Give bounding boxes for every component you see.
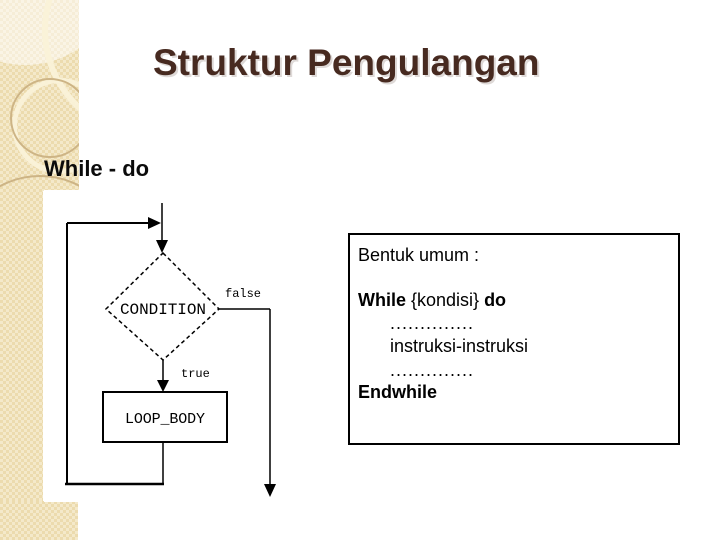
decorative-circle (10, 78, 79, 158)
entry-arrowhead-icon (156, 240, 168, 253)
code-box-heading: Bentuk umum : (358, 245, 480, 265)
while-keyword: While (358, 290, 406, 310)
instructions-line: instruksi-instruksi (390, 336, 529, 356)
dots-line: .............. (390, 360, 475, 380)
while-statement-line: While {kondisi} do (358, 290, 506, 311)
slide-title: Struktur Pengulangan (153, 42, 540, 83)
bentuk-umum-box: Bentuk umum : While {kondisi} do .......… (348, 233, 680, 445)
decorative-circle (0, 175, 79, 191)
loop-back-arrowhead-icon (148, 217, 161, 229)
flowchart-svg: CONDITION false true LOOP_BODY (65, 203, 276, 497)
do-keyword: do (484, 290, 507, 310)
dots-line: .............. (390, 313, 475, 333)
true-arrowhead-icon (157, 380, 169, 392)
while-condition: {kondisi} (406, 290, 485, 310)
false-exit-arrowhead-icon (264, 484, 276, 497)
true-label: true (181, 367, 210, 381)
false-label: false (225, 287, 261, 301)
sidebar-top-block (0, 0, 79, 191)
slide-subtitle: While - do (44, 156, 150, 181)
loop-body-label: LOOP_BODY (125, 411, 205, 428)
while-do-flowchart: CONDITION false true LOOP_BODY (44, 190, 300, 502)
endwhile-keyword: Endwhile (358, 382, 438, 402)
sidebar-bottom-block (0, 501, 78, 540)
condition-label: CONDITION (120, 301, 206, 319)
loop-body-box (102, 391, 228, 443)
